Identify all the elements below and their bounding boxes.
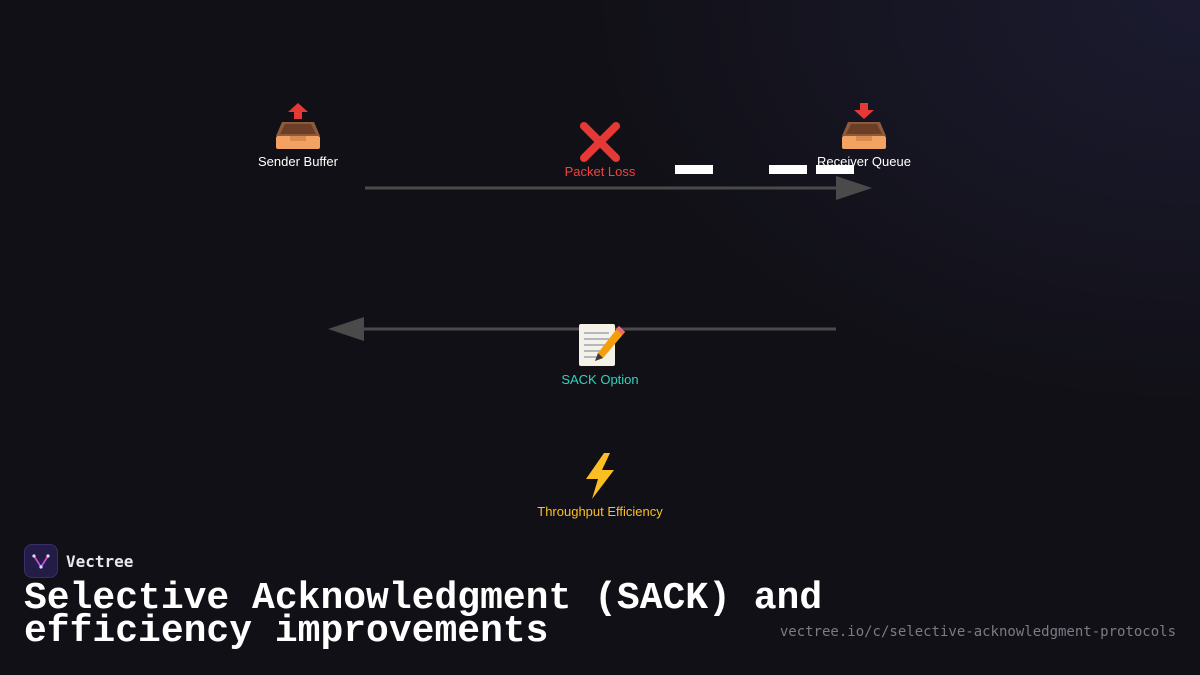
packet-segment — [675, 165, 713, 174]
brand: Vectree — [24, 544, 133, 578]
node-label: Throughput Efficiency — [537, 504, 663, 519]
node-label: Receiver Queue — [817, 154, 911, 169]
node-sack-option: SACK Option — [500, 320, 700, 387]
brand-name: Vectree — [66, 551, 134, 571]
node-receiver-queue: Receiver Queue — [764, 102, 964, 169]
outbox-tray-icon — [198, 102, 398, 154]
lightning-icon — [500, 452, 700, 504]
node-throughput-efficiency: Throughput Efficiency — [500, 452, 700, 519]
source-url[interactable]: vectree.io/c/selective-acknowledgment-pr… — [779, 624, 1176, 640]
cross-mark-icon — [500, 120, 700, 164]
node-packet-loss: Packet Loss — [500, 120, 700, 179]
node-label: Sender Buffer — [258, 154, 338, 169]
memo-icon — [500, 320, 700, 372]
node-label: SACK Option — [561, 372, 639, 387]
page-title: Selective Acknowledgment (SACK) and effi… — [24, 577, 823, 653]
inbox-tray-icon — [764, 102, 964, 154]
node-sender-buffer: Sender Buffer — [198, 102, 398, 169]
packet-segment — [769, 165, 807, 174]
node-label: Packet Loss — [564, 164, 636, 179]
vectree-logo-icon — [24, 544, 58, 578]
edge-forward — [365, 176, 872, 200]
packet-segment — [816, 165, 854, 174]
